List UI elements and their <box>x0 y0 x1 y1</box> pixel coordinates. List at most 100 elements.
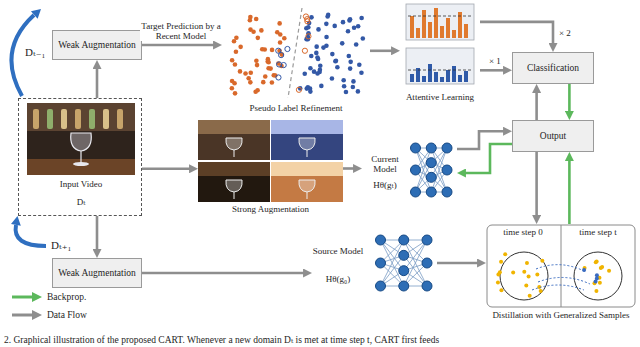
node-label: Current Model <box>362 154 408 175</box>
threshold-line <box>408 70 472 71</box>
hollow-sample <box>302 48 307 53</box>
text-slot: Input Video <box>19 179 143 189</box>
sample-dot <box>496 272 500 276</box>
glass-shape <box>226 138 242 150</box>
wine-glass <box>71 133 92 151</box>
bar <box>416 28 420 38</box>
text-slot: Hθ(g₀) <box>312 274 364 284</box>
orange-sample <box>243 71 248 76</box>
blue-sample <box>316 27 321 32</box>
chart-panel <box>406 48 474 84</box>
orange-sample <box>256 36 261 41</box>
node-label: time step 0 <box>490 227 556 237</box>
orange-sample <box>238 69 243 74</box>
network-neuron <box>426 187 436 197</box>
hollow-sample <box>296 87 301 92</box>
sample-dot <box>527 275 531 279</box>
bottle <box>89 109 95 129</box>
orange-sample <box>254 58 259 63</box>
legend-arrow <box>12 310 42 320</box>
hollow-sample <box>305 17 310 22</box>
blue-sample <box>332 24 337 29</box>
bar <box>422 10 426 38</box>
network-neuron <box>426 158 436 168</box>
blue-sample <box>315 71 320 76</box>
orange-sample <box>230 58 235 63</box>
network-neuron <box>399 266 409 276</box>
text-slot: Pseudo Label Refinement <box>222 103 370 113</box>
bar <box>434 72 438 82</box>
threshold-line <box>408 16 472 17</box>
bar <box>446 18 450 38</box>
legend-arrow-line <box>12 314 33 317</box>
network-neuron <box>422 235 432 245</box>
legend-arrow-head <box>32 292 42 302</box>
blue-sample <box>348 60 353 65</box>
sample-dot <box>594 260 598 264</box>
node-label: Input Video <box>19 179 143 189</box>
blue-sample <box>330 52 335 57</box>
sample-dot <box>524 283 528 287</box>
process-box: Weak Augmentation <box>52 258 142 288</box>
orange-sample <box>260 47 265 52</box>
blue-sample <box>333 59 338 64</box>
orange-sample <box>278 40 283 45</box>
legend-row: Backprop. <box>12 292 86 302</box>
blue-sample <box>351 85 356 90</box>
sample-dot <box>535 273 539 277</box>
blue-sample <box>324 22 329 27</box>
node-label: Weak Augmentation <box>58 40 136 51</box>
orange-sample <box>261 80 266 85</box>
node-label: Distillation with Generalized Samples <box>486 310 636 320</box>
orange-sample <box>266 66 271 71</box>
frame-band <box>271 162 343 176</box>
blue-sample <box>361 36 366 41</box>
orange-sample <box>259 28 264 33</box>
orange-sample <box>248 71 253 76</box>
blue-sample <box>325 14 330 19</box>
node-label: Hθ(gₜ) <box>362 180 408 190</box>
glass-shape <box>226 180 242 192</box>
orange-sample <box>254 17 259 22</box>
text-slot: Strong Augmentation <box>198 204 343 214</box>
node-illustration <box>400 2 480 107</box>
node-illustration <box>312 232 437 294</box>
process-box: Weak Augmentation <box>52 30 142 60</box>
chart-panel <box>406 4 474 40</box>
augmented-frame <box>271 120 343 160</box>
blue-sample <box>309 54 314 59</box>
node-label: time step t <box>565 227 631 237</box>
data-flow-arrow <box>96 65 99 98</box>
glass-stem <box>234 150 235 157</box>
augmented-frame <box>198 120 270 160</box>
node-label: Weak Augmentation <box>58 268 136 279</box>
blue-sample <box>304 26 309 31</box>
legend-arrow <box>12 292 42 302</box>
bar <box>440 26 444 38</box>
bottle <box>61 109 67 129</box>
sample-dot <box>594 280 598 284</box>
data-flow-arrow <box>142 272 307 275</box>
bottle <box>33 109 39 129</box>
blue-sample <box>324 43 329 48</box>
network-neuron <box>399 281 409 291</box>
legend-arrow-head <box>32 310 42 320</box>
network-neuron <box>399 250 409 260</box>
glass-base <box>73 162 89 166</box>
orange-sample <box>251 29 256 34</box>
orange-sample <box>238 45 243 50</box>
blue-sample <box>348 66 353 71</box>
blue-sample <box>341 20 346 25</box>
sample-dot <box>539 289 543 293</box>
input-video-frame: Input VideoDₜ <box>18 98 142 216</box>
legend-row: Data Flow <box>12 310 87 320</box>
node-illustration <box>222 6 370 118</box>
bar <box>428 64 432 82</box>
text-slot: Hθ(gₜ) <box>362 180 408 190</box>
blue-sample <box>335 65 340 70</box>
data-flow-arrow <box>142 168 193 171</box>
sample-dot <box>499 260 503 264</box>
scatter-plot: Pseudo Label Refinement <box>222 6 370 118</box>
blue-sample <box>352 26 357 31</box>
